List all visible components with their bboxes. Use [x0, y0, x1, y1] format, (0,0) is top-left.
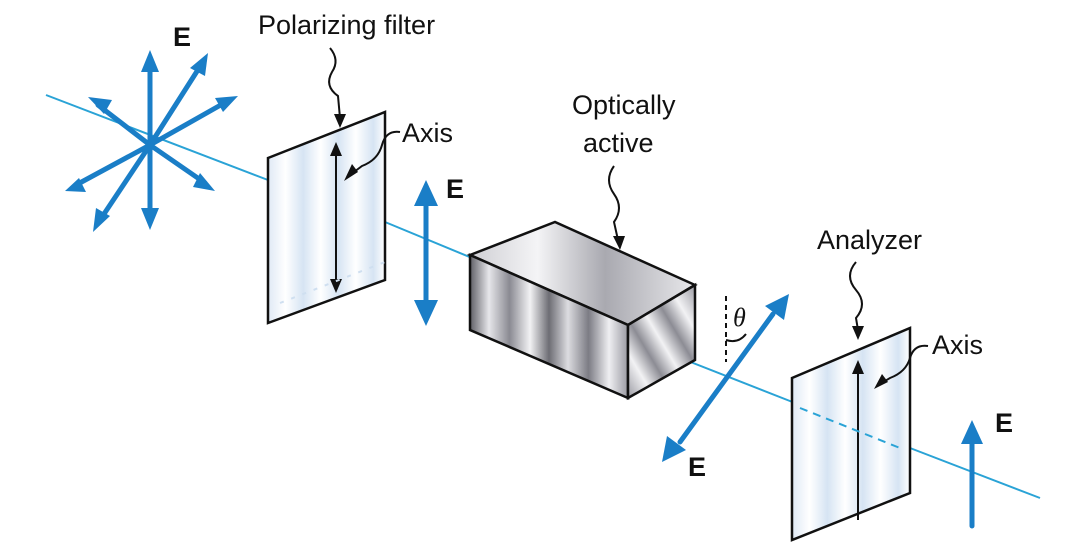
- label-polarizing-filter: Polarizing filter: [258, 10, 435, 40]
- label-analyzer: Analyzer: [817, 225, 922, 255]
- leader-axis-filter: [349, 130, 401, 176]
- label-axis-filter: Axis: [402, 118, 453, 148]
- leader-axis-analyzer: [879, 344, 929, 385]
- label-optically-active-line2: active: [583, 128, 654, 158]
- polarizing-filter: [266, 110, 387, 325]
- leader-polarizing-filter: [328, 47, 341, 119]
- analyzer-filter: [790, 326, 912, 542]
- unpolarized-field-star: [65, 50, 238, 232]
- rotated-field-arrow: [662, 294, 789, 462]
- e-label-unpolarized: E: [173, 22, 191, 52]
- label-optically-active-line1: Optically: [572, 90, 676, 120]
- leader-arrow-optically-active: [613, 236, 625, 250]
- leader-analyzer: [849, 261, 863, 331]
- leader-arrow-polarizing-filter: [334, 114, 346, 128]
- theta-label: θ: [733, 303, 746, 332]
- e-label-rotated: E: [688, 452, 706, 482]
- label-axis-analyzer: Axis: [932, 330, 983, 360]
- e-label-after-filter: E: [446, 174, 464, 204]
- leader-optically-active: [608, 165, 620, 241]
- leader-arrow-axis-filter: [344, 164, 358, 181]
- polarized-field-arrow: [414, 180, 438, 326]
- light-beam-segment-4: [909, 447, 1041, 499]
- leader-arrow-analyzer: [852, 326, 864, 340]
- optically-active-block: [466, 220, 698, 401]
- transmitted-field-arrow: [961, 420, 983, 529]
- e-label-after-analyzer: E: [995, 408, 1013, 438]
- leader-arrow-axis-analyzer: [874, 374, 888, 389]
- angle-arc: [725, 333, 747, 343]
